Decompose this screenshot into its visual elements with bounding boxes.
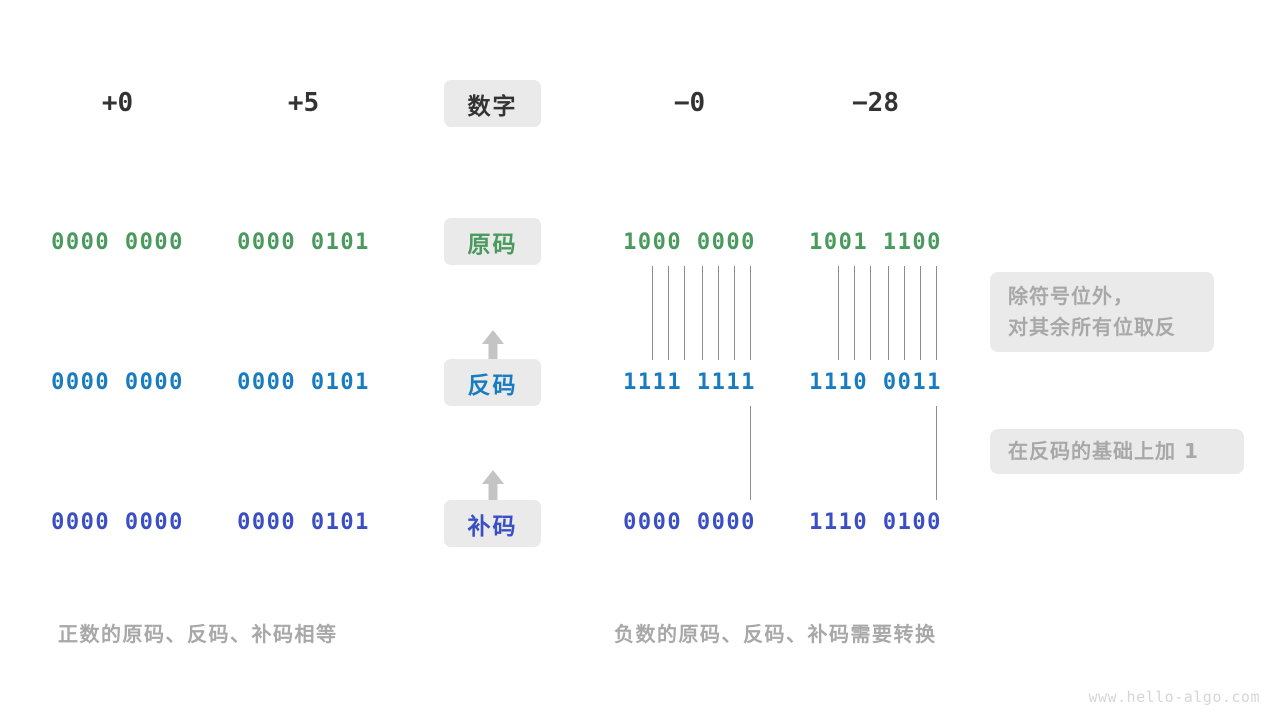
arrow-fan-to-bu [444, 430, 541, 516]
bit-connector-line [718, 266, 719, 360]
bit-connector-line [668, 266, 669, 360]
row-chip-fan: 反码 [444, 359, 541, 406]
caption-positive: 正数的原码、反码、补码相等 [58, 622, 338, 646]
yuan-value-plus-zero: 0000 0000 [51, 229, 184, 255]
arrow-yuan-to-fan [444, 290, 541, 376]
bit-connector-line [684, 266, 685, 360]
header-label-plus-five: +5 [287, 88, 320, 118]
bu-value-minus-28: 1110 0100 [809, 509, 942, 535]
header-chip-number: 数字 [444, 80, 541, 127]
fan-value-plus-zero: 0000 0000 [51, 369, 184, 395]
bit-connector-line [838, 266, 839, 360]
bit-connector-line [936, 266, 937, 360]
bu-value-minus-zero: 0000 0000 [623, 509, 756, 535]
note-invert-bits-line1: 除符号位外， [1008, 284, 1134, 308]
bu-value-plus-five: 0000 0101 [237, 509, 370, 535]
bit-connector-line [854, 266, 855, 360]
double-vertical-arrow-icon [480, 432, 506, 516]
header-label-plus-zero: +0 [101, 88, 134, 118]
note-add-one: 在反码的基础上加 1 [990, 429, 1244, 474]
bit-connector-line [870, 266, 871, 360]
header-label-minus-28: −28 [852, 88, 899, 118]
yuan-value-minus-zero: 1000 0000 [623, 229, 756, 255]
yuan-value-minus-28: 1001 1100 [809, 229, 942, 255]
caption-negative: 负数的原码、反码、补码需要转换 [614, 622, 937, 646]
note-invert-bits-line2: 对其余所有位取反 [1008, 315, 1176, 339]
double-vertical-arrow-icon [480, 292, 506, 376]
note-invert-bits: 除符号位外， 对其余所有位取反 [990, 272, 1214, 352]
fan-value-minus-28: 1110 0011 [809, 369, 942, 395]
row-chip-bu: 补码 [444, 500, 541, 547]
watermark: www.hello-algo.com [1088, 688, 1260, 706]
bu-value-plus-zero: 0000 0000 [51, 509, 184, 535]
bit-connector-line [920, 266, 921, 360]
yuan-value-plus-five: 0000 0101 [237, 229, 370, 255]
bit-connector-line [734, 266, 735, 360]
note-add-one-line1: 在反码的基础上加 1 [1008, 439, 1199, 463]
bit-connector-line [750, 266, 751, 360]
fan-value-plus-five: 0000 0101 [237, 369, 370, 395]
bit-connector-line [888, 266, 889, 360]
header-label-minus-zero: −0 [673, 88, 706, 118]
bit-connector-line [904, 266, 905, 360]
bit-connector-line [702, 266, 703, 360]
carry-connector-line [750, 406, 751, 500]
carry-connector-line [936, 406, 937, 500]
bit-connector-line [652, 266, 653, 360]
fan-value-minus-zero: 1111 1111 [623, 369, 756, 395]
row-chip-yuan: 原码 [444, 218, 541, 265]
